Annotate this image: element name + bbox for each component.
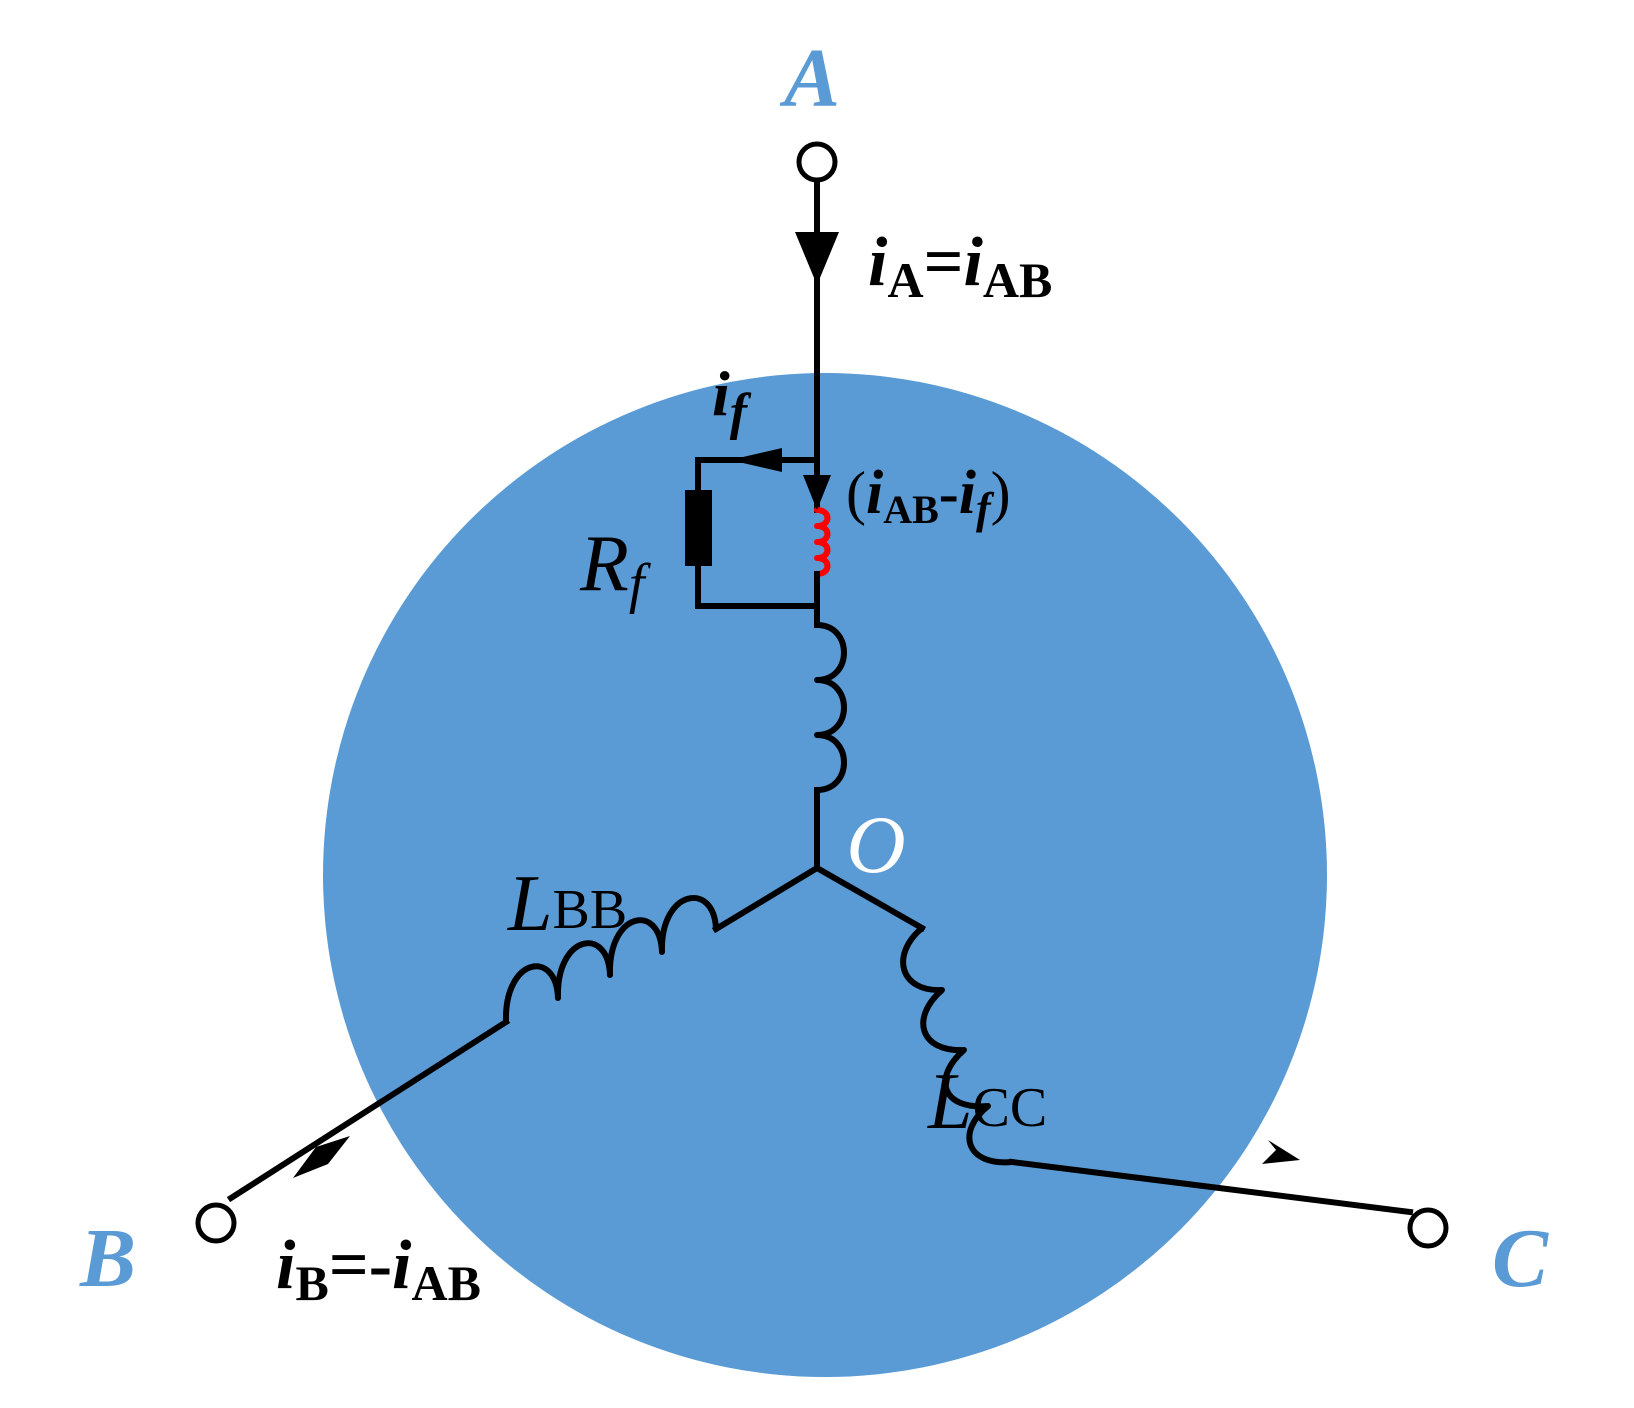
ia-subscript: A [887,252,923,308]
ia-equals: = [924,224,964,301]
diff-subscript: AB [883,487,939,532]
wire-c-outer [1008,1158,1414,1216]
label-lcc: LCC [927,1058,1047,1146]
lbb-symbol: L [507,860,553,948]
rf-symbol: R [579,520,629,608]
arrow-if [730,448,782,472]
current-label-if: if [712,358,752,441]
ia-rhs-symbol: i [963,224,983,301]
winding-c [900,925,1015,1166]
terminal-c[interactable] [1407,1207,1449,1249]
arrow-ia [795,232,839,285]
lcc-symbol: L [927,1058,973,1146]
diff-symbol-2: i [959,459,976,527]
fault-coil [814,507,831,577]
winding-a [814,622,847,793]
ia-rhs-subscript: AB [983,252,1052,308]
arrow-ib [293,1136,350,1178]
lcc-subscript: CC [973,1077,1048,1139]
current-label-ib: iB=-iAB [276,1227,481,1311]
lbb-subscript: BB [553,879,628,941]
fault-resistor-loop [685,448,820,609]
wire-b-outer [226,1017,511,1203]
wire-b-inner [711,863,822,934]
ia-symbol: i [868,224,888,301]
diff-minus: - [939,460,959,526]
label-lbb: LBB [507,860,627,948]
arrow-ic [1262,1140,1300,1164]
wire-c-inner [812,863,927,933]
ib-equals: =- [329,1227,392,1304]
phase-a-branch [795,179,847,871]
neutral-label: O [846,799,905,890]
current-label-ia: iA=iAB [868,224,1052,308]
diff-open-paren: ( [846,460,866,526]
rf-resistor [685,490,712,566]
ib-rhs-symbol: i [392,1227,412,1304]
diff-close-paren: ) [991,460,1011,526]
terminal-b[interactable] [195,1202,237,1244]
diff-subscript-2: f [976,484,995,533]
phase-b-branch [226,863,822,1203]
terminal-a[interactable] [796,141,838,183]
phase-c-branch [812,863,1414,1216]
if-symbol: i [712,358,730,429]
ib-rhs-subscript: AB [411,1255,480,1311]
if-subscript: f [730,384,752,441]
arrow-diff [803,475,831,510]
winding-b [502,895,719,1025]
diff-symbol: i [866,459,883,527]
ib-symbol: i [276,1227,296,1304]
current-label-diff: (iAB-if) [846,459,1011,533]
terminal-label-a: A [779,32,840,125]
terminal-label-b: B [79,1212,136,1305]
ib-subscript: B [295,1255,328,1311]
terminal-label-c: C [1492,1212,1549,1305]
